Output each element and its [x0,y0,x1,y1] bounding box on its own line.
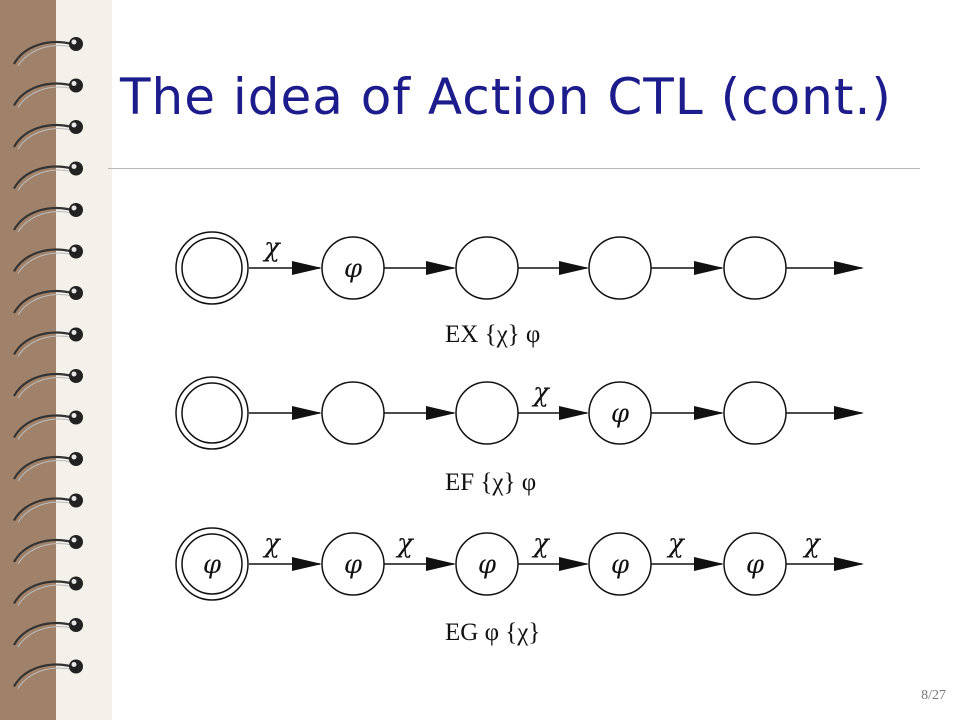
automaton-row-3: φ φ φ φ φ χ χ χ χ χ EG φ {χ} [175,527,864,646]
binding-ring [13,535,83,565]
formula-caption: EG φ {χ} [445,619,540,646]
binding-ring [13,161,83,191]
state-label: φ [344,254,363,284]
binding-ring [13,618,83,648]
state-node [723,236,787,300]
binding-ring [13,244,83,274]
state-node: φ [321,236,385,300]
action-label: χ [531,529,551,559]
state-label: φ [478,550,497,580]
state-label: φ [611,399,630,429]
transition-arrow: χ [249,233,322,275]
notebook-page-edge [56,0,112,720]
state-label: φ [746,550,765,580]
binding-ring [13,327,83,357]
transition-arrow: χ [249,529,322,571]
state-node [588,236,652,300]
binding-ring [13,576,83,606]
state-node [321,381,385,445]
binding-ring [13,452,83,482]
spiral-binding [13,37,83,689]
action-label: χ [395,529,415,559]
initial-state-node [175,231,249,305]
transition-arrow: χ [786,529,864,571]
automaton-row-1: φ χ EX {χ} φ [175,231,864,348]
action-label: χ [666,529,686,559]
formula-caption: EX {χ} φ [445,321,540,348]
state-node: φ [455,532,519,596]
state-node [455,381,519,445]
page-number: 8/27 [921,688,946,703]
binding-ring [13,659,83,689]
binding-ring [13,120,83,150]
binding-ring [13,37,83,67]
automaton-row-2: φ χ EF {χ} φ [175,376,864,496]
transition-arrow: χ [651,529,724,571]
transition-arrow: χ [384,529,456,571]
formula-caption: EF {χ} φ [445,469,536,496]
binding-ring [13,493,83,523]
initial-state-node: φ [175,527,249,601]
state-node: φ [321,532,385,596]
state-node [455,236,519,300]
transition-arrow: χ [518,378,589,420]
binding-ring [13,369,83,399]
state-node: φ [588,532,652,596]
state-node: φ [588,381,652,445]
state-label: φ [203,550,222,580]
binding-ring [13,78,83,108]
action-label: χ [262,529,282,559]
binding-ring [13,286,83,316]
initial-state-node [175,376,249,450]
action-label: χ [262,233,282,263]
state-label: φ [611,550,630,580]
state-node [723,381,787,445]
action-label: χ [802,529,822,559]
transition-arrow: χ [518,529,589,571]
state-label: φ [344,550,363,580]
action-label: χ [531,378,551,408]
title-divider [108,168,920,169]
binding-ring [13,410,83,440]
state-node: φ [723,532,787,596]
binding-ring [13,203,83,233]
slide-title: The idea of Action CTL (cont.) [120,68,892,126]
